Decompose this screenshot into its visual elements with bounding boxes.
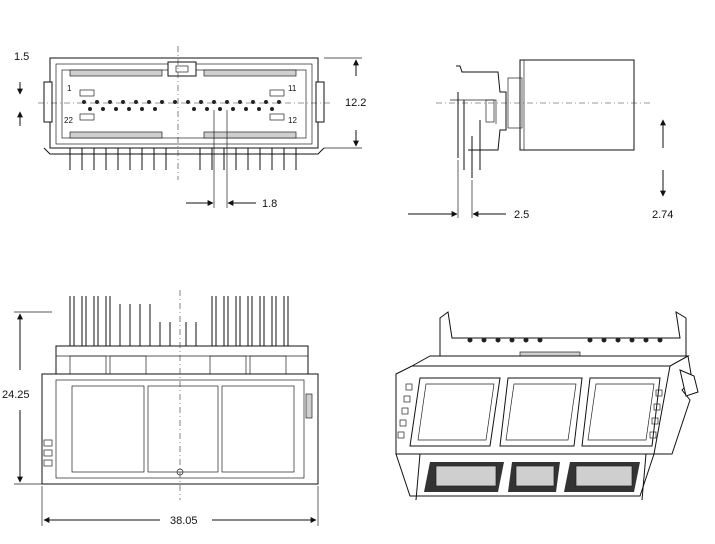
- top-view: [14, 290, 319, 526]
- dim-2-5: 2.5: [514, 209, 529, 221]
- dim-1-5: 1.5: [14, 51, 29, 63]
- pin-label-22: 22: [64, 116, 73, 125]
- dim-38-05: 38.05: [170, 515, 198, 527]
- pin-cavities-row-1: [82, 100, 281, 104]
- front-view-pins: [69, 148, 297, 170]
- front-view: [17, 46, 362, 208]
- pin-label-11: 11: [288, 84, 297, 93]
- pin-cavities-row-2: [88, 107, 274, 111]
- pin-label-1: 1: [67, 84, 72, 93]
- dim-2-74: 2.74: [652, 209, 673, 221]
- pin-label-12: 12: [288, 116, 297, 125]
- dim-12-2: 12.2: [345, 97, 366, 109]
- side-view: [408, 59, 666, 218]
- dim-24-25: 24.25: [2, 389, 30, 401]
- dim-1-8: 1.8: [262, 198, 277, 210]
- isometric-view: [395, 311, 699, 501]
- top-view-pins: [69, 296, 289, 346]
